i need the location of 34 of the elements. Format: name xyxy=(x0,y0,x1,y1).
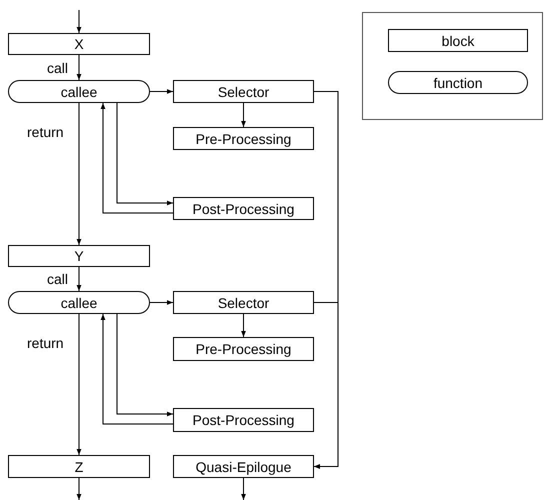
arrow xyxy=(241,314,246,338)
edge-label: call xyxy=(47,271,68,287)
function-pill: callee xyxy=(8,80,150,103)
arrow xyxy=(314,302,338,469)
arrow xyxy=(76,10,82,34)
arrow xyxy=(116,102,174,206)
arrow xyxy=(76,266,82,292)
arrow xyxy=(76,54,82,80)
block-box: Pre-Processing xyxy=(173,127,314,150)
block-box: Z xyxy=(8,455,150,478)
block-box: Post-Processing xyxy=(173,408,314,432)
arrow xyxy=(150,89,174,94)
block-box: X xyxy=(8,33,150,55)
block-box: Selector xyxy=(173,291,314,314)
legend-text: block xyxy=(442,34,474,48)
legend-text: function xyxy=(433,76,483,90)
block-box: Quasi-Epilogue xyxy=(173,455,314,478)
arrow xyxy=(100,314,174,424)
arrow xyxy=(116,314,174,416)
function-pill: callee xyxy=(8,291,150,314)
arrow xyxy=(76,314,82,456)
block-box: Y xyxy=(8,245,150,267)
arrow xyxy=(241,478,246,500)
arrow xyxy=(100,102,174,214)
block-box: Post-Processing xyxy=(173,197,314,220)
arrow xyxy=(150,300,174,305)
block-box: Pre-Processing xyxy=(173,337,314,361)
edge-label: return xyxy=(27,335,64,351)
arrow xyxy=(76,478,82,500)
arrow xyxy=(241,102,246,128)
block-box: Selector xyxy=(173,80,314,103)
arrow xyxy=(76,102,82,246)
edge-label: return xyxy=(27,124,64,140)
edge-label: call xyxy=(47,60,68,76)
